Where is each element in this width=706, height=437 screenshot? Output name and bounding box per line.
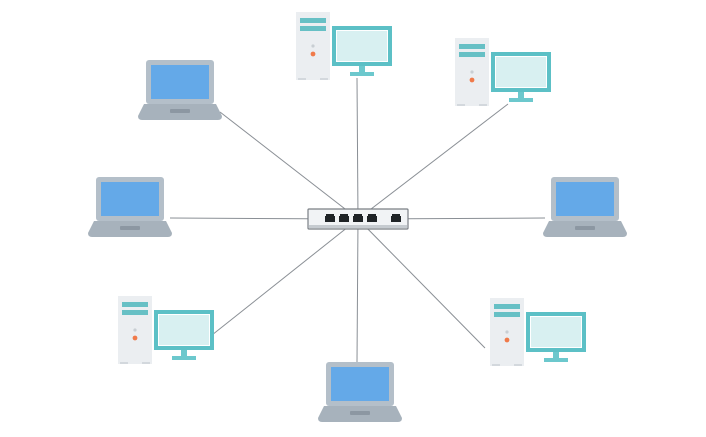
monitor-screen-tint	[531, 317, 581, 347]
tower-drive-bay	[122, 310, 148, 315]
monitor-neck	[518, 92, 524, 98]
monitor-screen	[336, 30, 388, 62]
monitor-screen-tint	[159, 315, 209, 345]
monitor-base	[544, 358, 568, 362]
switch-port	[339, 214, 349, 222]
monitor-screen	[530, 316, 582, 348]
devices	[88, 12, 627, 422]
laptop-screen	[151, 65, 209, 99]
monitor-neck	[553, 352, 559, 358]
tower-drive-bay	[459, 44, 485, 49]
desktop-bottom-right-desktop	[490, 298, 586, 366]
laptop-screen	[101, 182, 159, 216]
tower-foot	[514, 364, 522, 366]
tower-power-light	[132, 335, 138, 341]
tower-button	[311, 44, 315, 48]
tower-drive-bay	[300, 18, 326, 23]
tower-foot	[298, 78, 306, 80]
tower-drive-bay	[494, 312, 520, 317]
tower-power-light	[469, 77, 475, 83]
cable-to-desktop-bottom-right	[357, 218, 486, 349]
switch-port	[325, 214, 335, 222]
monitor-neck	[359, 66, 365, 72]
tower-button	[133, 328, 137, 332]
laptop-left-laptop	[88, 177, 172, 237]
laptop-bottom-laptop	[318, 362, 402, 422]
network-switch	[307, 208, 409, 230]
laptop-top-left-laptop	[138, 60, 222, 120]
desktop-top-right-desktop	[455, 38, 551, 106]
cable-to-desktop-bottom-left	[211, 218, 359, 336]
monitor-base	[509, 98, 533, 102]
tower-foot	[320, 78, 328, 80]
monitor-screen	[495, 56, 547, 88]
tower-button	[470, 70, 474, 74]
monitor-neck	[181, 350, 187, 356]
tower-drive-bay	[494, 304, 520, 309]
tower-foot	[142, 362, 150, 364]
tower-drive-bay	[122, 302, 148, 307]
monitor-screen-tint	[337, 31, 387, 61]
tower-foot	[120, 362, 128, 364]
laptop-touchpad	[170, 109, 190, 113]
tower-foot	[492, 364, 500, 366]
tower-foot	[479, 104, 487, 106]
switch-bottom-edge	[309, 225, 407, 228]
monitor-screen-tint	[496, 57, 546, 87]
switch-port	[367, 214, 377, 222]
laptop-right-laptop	[543, 177, 627, 237]
tower-button	[505, 330, 509, 334]
cable-to-desktop-top	[356, 77, 359, 220]
tower-drive-bay	[300, 26, 326, 31]
tower-foot	[457, 104, 465, 106]
laptop-touchpad	[120, 226, 140, 230]
laptop-screen	[331, 367, 389, 401]
monitor-base	[350, 72, 374, 76]
laptop-touchpad	[350, 411, 370, 415]
cable-to-laptop-bottom	[356, 218, 359, 363]
cable-to-laptop-top-left	[219, 111, 359, 220]
monitor-screen	[158, 314, 210, 346]
switch-port	[353, 214, 363, 222]
laptop-touchpad	[575, 226, 595, 230]
tower-drive-bay	[459, 52, 485, 57]
monitor-base	[172, 356, 196, 360]
tower-power-light	[504, 337, 510, 343]
desktop-top-desktop	[296, 12, 392, 80]
tower-power-light	[310, 51, 316, 57]
switch-port	[391, 214, 401, 222]
cable-to-desktop-top-right	[357, 103, 509, 220]
laptop-screen	[556, 182, 614, 216]
desktop-bottom-left-desktop	[118, 296, 214, 364]
